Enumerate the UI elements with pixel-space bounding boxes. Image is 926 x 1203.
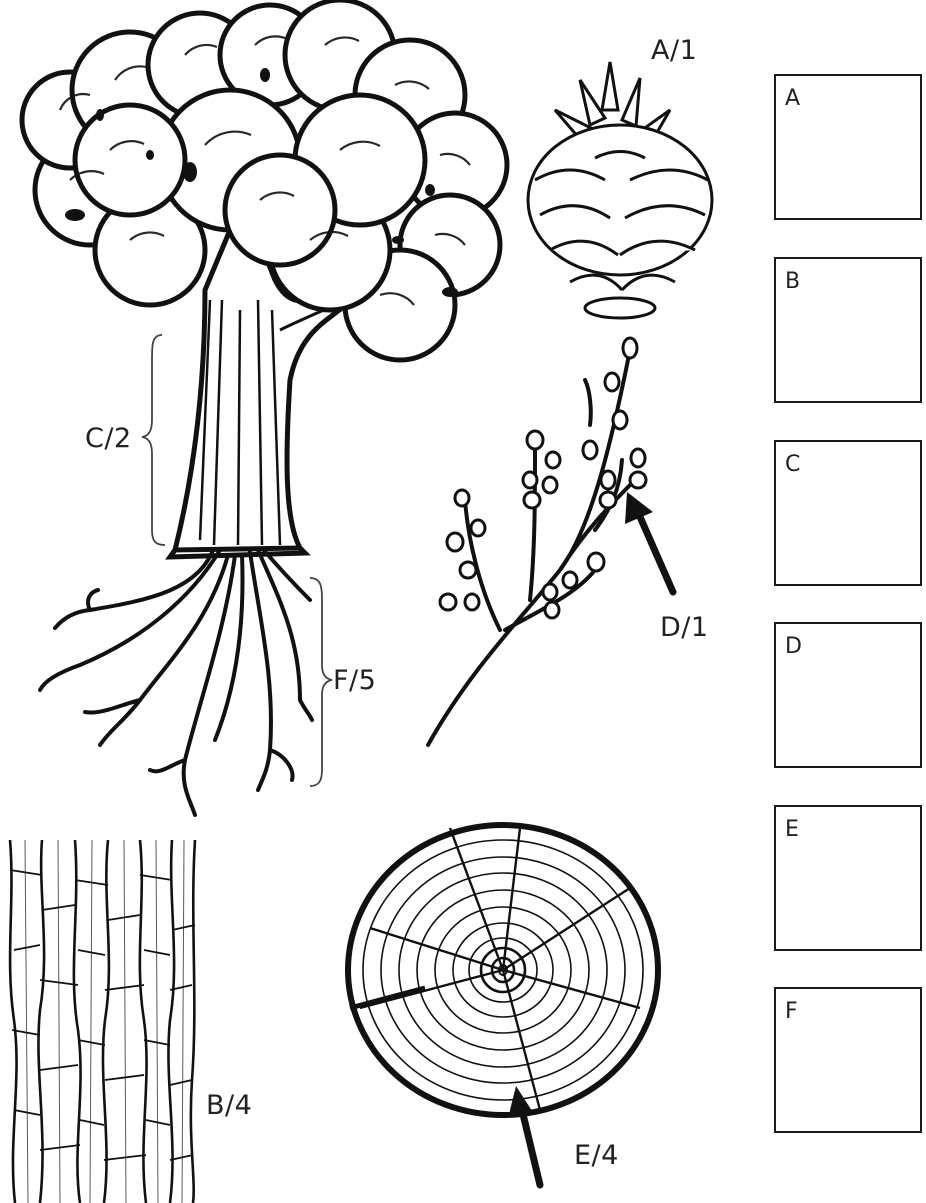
answer-box-letter: E [785, 817, 799, 842]
answer-box-e[interactable]: E [774, 805, 922, 951]
label-rings: E/4 [574, 1140, 619, 1171]
answer-box-letter: C [785, 452, 800, 477]
twig-arrow [615, 482, 685, 602]
answer-box-b[interactable]: B [774, 257, 922, 403]
trunk-bracket [142, 335, 165, 545]
answer-box-letter: F [785, 999, 798, 1024]
label-bark: B/4 [206, 1090, 252, 1121]
answer-box-d[interactable]: D [774, 622, 922, 768]
answer-box-letter: D [785, 634, 802, 659]
answer-box-a[interactable]: A [774, 74, 922, 220]
roots-drawing [40, 545, 312, 815]
label-twig: D/1 [660, 612, 709, 643]
label-roots: F/5 [333, 665, 376, 696]
tree-rings-cross-section [340, 818, 670, 1128]
bark-texture-illustration [0, 840, 200, 1203]
label-trunk: C/2 [85, 423, 132, 454]
rings-arrow [510, 1080, 580, 1190]
answer-box-c[interactable]: C [774, 440, 922, 586]
pinecone-illustration [510, 50, 735, 325]
answer-box-f[interactable]: F [774, 987, 922, 1133]
label-pinecone: A/1 [651, 35, 697, 66]
answer-box-letter: B [785, 269, 800, 294]
roots-bracket [310, 578, 332, 786]
answer-box-letter: A [785, 86, 800, 111]
